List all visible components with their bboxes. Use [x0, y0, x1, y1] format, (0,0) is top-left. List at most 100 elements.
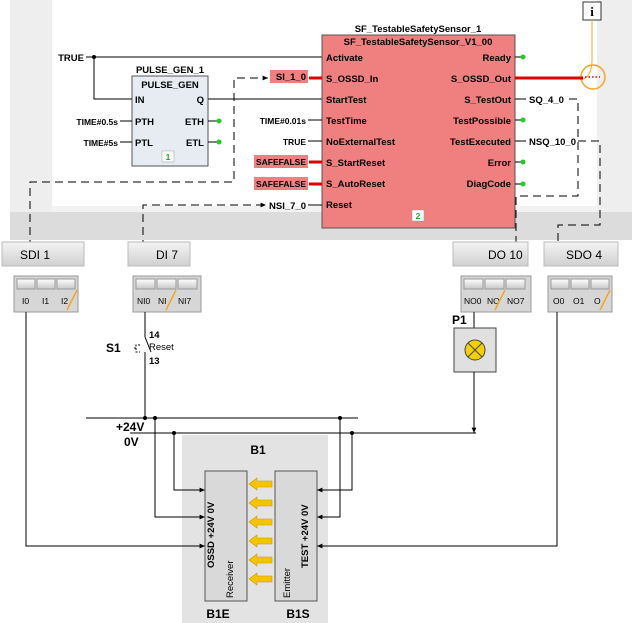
switch-s1-label: S1: [106, 341, 121, 355]
pulse-gen-output-q: Q: [197, 95, 204, 106]
receiver-body: [204, 470, 248, 602]
terminal-do10-1[interactable]: [484, 278, 505, 290]
terminal-di7-2[interactable]: [177, 278, 198, 290]
terminal-sdo4-o: O: [594, 296, 601, 306]
sensor-title: B1: [250, 443, 266, 457]
wire-sdo4-test: [317, 312, 558, 549]
value-testtime: TIME#0.01s: [260, 116, 307, 126]
value-reset: NSI_7_0: [269, 201, 306, 212]
pulse-gen-input-ptl: PTL: [135, 138, 153, 149]
module-sdo4[interactable]: SDO 4 O0 O1 O: [543, 241, 619, 313]
pulse-gen-instance: PULSE_GEN_1: [136, 65, 205, 76]
input-s-startreset: S_StartReset: [326, 158, 386, 169]
pulse-gen-index: 1: [166, 152, 171, 162]
safety-block-index: 2: [416, 211, 421, 221]
pth-value: TIME#0.5s: [76, 117, 118, 127]
link-nsq-to-do10: [513, 98, 579, 255]
terminal-sdo4-0[interactable]: [550, 278, 570, 290]
module-sdi1[interactable]: SDI 1 I0 I1 I2: [1, 241, 85, 313]
module-di7[interactable]: DI 7 NI0 NI NI7: [127, 241, 202, 313]
wire-24v-receiver: [154, 418, 205, 520]
terminal-sdi1-0[interactable]: [16, 278, 36, 290]
input-starttest: StartTest: [326, 95, 367, 106]
receiver-tag: B1E: [206, 607, 229, 621]
wire-eth-etl: [208, 120, 218, 143]
output-stubs: [515, 56, 522, 185]
wire-0v-emitter: [317, 433, 353, 493]
light-curtain-b1: B1 OSSD +24V 0V Receiver TEST +24V 0V Em…: [204, 443, 318, 621]
svg-text:i: i: [590, 4, 594, 19]
input-true-label: TRUE: [58, 53, 84, 64]
output-s-testout: S_TestOut: [464, 95, 512, 106]
wire-0v-receiver: [173, 433, 205, 493]
input-activate: Activate: [326, 53, 363, 64]
terminal-do10-2[interactable]: [505, 278, 526, 290]
value-s-testout: SQ_4_0: [529, 95, 564, 106]
terminal-sdi1-1[interactable]: [36, 278, 56, 290]
output-ready: Ready: [482, 53, 511, 64]
terminal-do10-no0: NO0: [464, 296, 482, 306]
link-di7-to-nsi: [142, 202, 266, 248]
output-testexecuted: TestExecuted: [450, 137, 511, 148]
beam-arrows: [248, 477, 273, 586]
terminal-sdo4-o1: O1: [573, 296, 585, 306]
switch-actuator: [133, 344, 140, 353]
pulse-gen-output-etl: ETL: [186, 138, 204, 149]
pulse-gen-output-eth: ETH: [185, 117, 204, 128]
switch-reset-text: Reset: [149, 342, 174, 353]
receiver-pins: OSSD +24V 0V: [206, 501, 217, 568]
terminal-sdo4-1[interactable]: [570, 278, 590, 290]
pulse-gen-input-in: IN: [135, 95, 145, 106]
module-do10-label: DO 10: [488, 248, 523, 262]
input-testtime: TestTime: [326, 116, 367, 127]
emitter-tag: B1S: [286, 607, 309, 621]
terminal-di7-0[interactable]: [135, 278, 156, 290]
terminal-sdo4-2[interactable]: [590, 278, 610, 290]
value-noexternaltest: TRUE: [283, 137, 306, 147]
junction-24v-a: [143, 416, 147, 420]
module-do10[interactable]: DO 10 NO0 NO NO7: [452, 241, 532, 313]
input-reset: Reset: [326, 200, 353, 211]
module-sdi1-label: SDI 1: [20, 248, 50, 262]
si-1-0-highlight: [270, 70, 308, 83]
wire-pth-ptl: [120, 120, 132, 143]
terminal-do10-no: NO: [487, 296, 500, 306]
lamp-p1-label: P1: [452, 313, 467, 327]
emitter-pins: TEST +24V 0V: [300, 504, 311, 568]
rail-0v-label: 0V: [124, 435, 139, 449]
pulse-gen-type: PULSE_GEN: [141, 80, 199, 91]
switch-s1[interactable]: S1 14 Reset 13: [106, 330, 174, 367]
terminal-sdi1-i0: I0: [22, 296, 29, 306]
value-s-startreset: SAFEFALSE: [256, 157, 306, 167]
pulse-gen-input-pth: PTH: [135, 117, 154, 128]
input-s-autoreset: S_AutoReset: [326, 179, 386, 190]
terminal-do10-0[interactable]: [463, 278, 484, 290]
receiver-name: Receiver: [225, 561, 236, 599]
module-sdo4-label: SDO 4: [566, 248, 602, 262]
wire-24v-emitter: [317, 418, 341, 520]
wire-true-in: [93, 57, 132, 100]
safefalse-highlight-1: [254, 155, 308, 168]
terminal-sdi1-2[interactable]: [56, 278, 76, 290]
switch-contact: [144, 336, 152, 418]
safety-block-type: SF_TestableSafetySensor_V1_00: [344, 37, 493, 48]
safety-block-instance: SF_TestableSafetySensor_1: [355, 24, 482, 35]
diagcode-status-dot: [520, 181, 526, 187]
input-noexternaltest: NoExternalTest: [326, 137, 396, 148]
value-testexecuted: NSQ_10_0: [529, 137, 576, 148]
info-icon[interactable]: i: [582, 1, 602, 21]
terminal-di7-1[interactable]: [156, 278, 177, 290]
ptl-value: TIME#5s: [84, 138, 119, 148]
output-testpossible: TestPossible: [453, 116, 511, 127]
safety-sensor-block[interactable]: SF_TestableSafetySensor_1 SF_TestableSaf…: [321, 24, 516, 229]
link-sdi1-to-si: [29, 75, 268, 248]
eth-status-dot: [216, 118, 222, 124]
etl-status-dot: [216, 139, 222, 145]
terminal-sdi1-i2: I2: [61, 296, 68, 306]
testpossible-status-dot: [520, 117, 526, 123]
pulse-gen-block[interactable]: PULSE_GEN_1 PULSE_GEN IN PTH PTL Q ETH E…: [131, 65, 209, 167]
terminal-di7-ni7: NI7: [178, 296, 192, 306]
input-s-ossd-in: S_OSSD_In: [326, 74, 378, 85]
output-error: Error: [488, 158, 512, 169]
